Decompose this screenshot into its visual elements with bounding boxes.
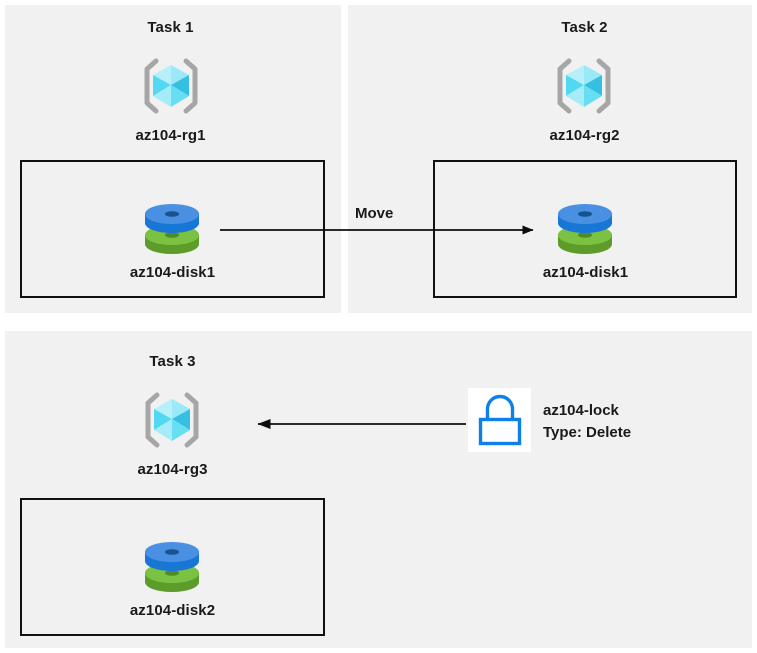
azure-managed-disk-icon <box>145 204 199 254</box>
resource-label-1: az104-disk1 <box>129 264 216 281</box>
task-2-title: Task 2 <box>561 19 608 36</box>
azure-managed-disk-icon <box>558 204 612 254</box>
padlock-icon <box>478 394 522 446</box>
lock-type-label: Type: Delete <box>543 424 632 441</box>
lock-name-label: az104-lock <box>543 402 619 419</box>
task-1-title: Task 1 <box>147 19 194 36</box>
azure-managed-disk-icon <box>145 542 199 592</box>
resource-label-3: az104-disk2 <box>129 602 216 619</box>
azure-resource-group-icon <box>144 58 198 114</box>
resource-group-label-3: az104-rg3 <box>137 461 208 478</box>
move-connector-label: Move <box>355 205 394 222</box>
task-3-title: Task 3 <box>149 353 196 370</box>
resource-label-2: az104-disk1 <box>542 264 629 281</box>
resource-box-task-2 <box>433 160 737 298</box>
azure-resource-group-icon <box>145 392 199 448</box>
resource-group-label-1: az104-rg1 <box>135 127 206 144</box>
resource-group-label-2: az104-rg2 <box>549 127 620 144</box>
azure-resource-group-icon <box>557 58 611 114</box>
